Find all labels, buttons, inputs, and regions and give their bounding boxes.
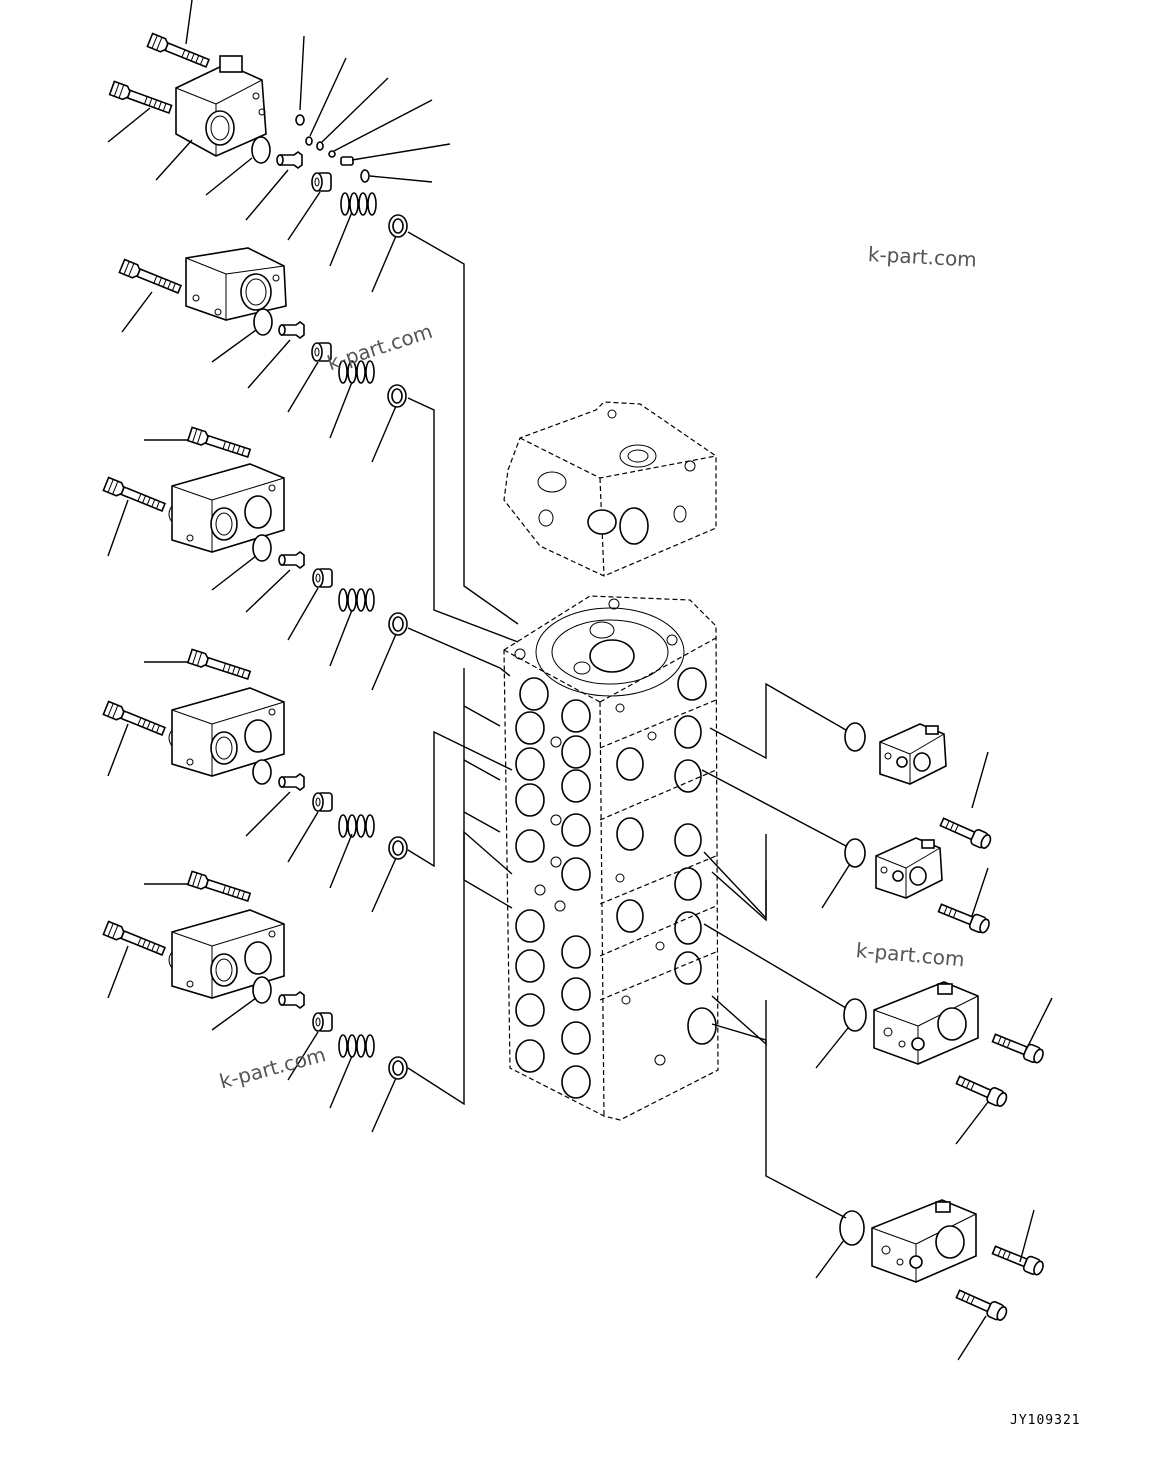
section-2-parts [118,247,407,463]
drawing-code: JY109321 [1010,1413,1081,1428]
leader-lines-left [407,231,519,1106]
section-3-parts [102,426,408,691]
section-5-parts [102,870,408,1133]
right-face-ports [615,703,717,1066]
left-face-ports [515,677,591,1099]
upper-housing [503,401,717,577]
section-1-parts [107,0,451,293]
section-4-parts [102,648,408,913]
leader-lines-right [701,682,847,1219]
right-side-parts [815,722,1053,1361]
main-valve-body [503,595,719,1121]
